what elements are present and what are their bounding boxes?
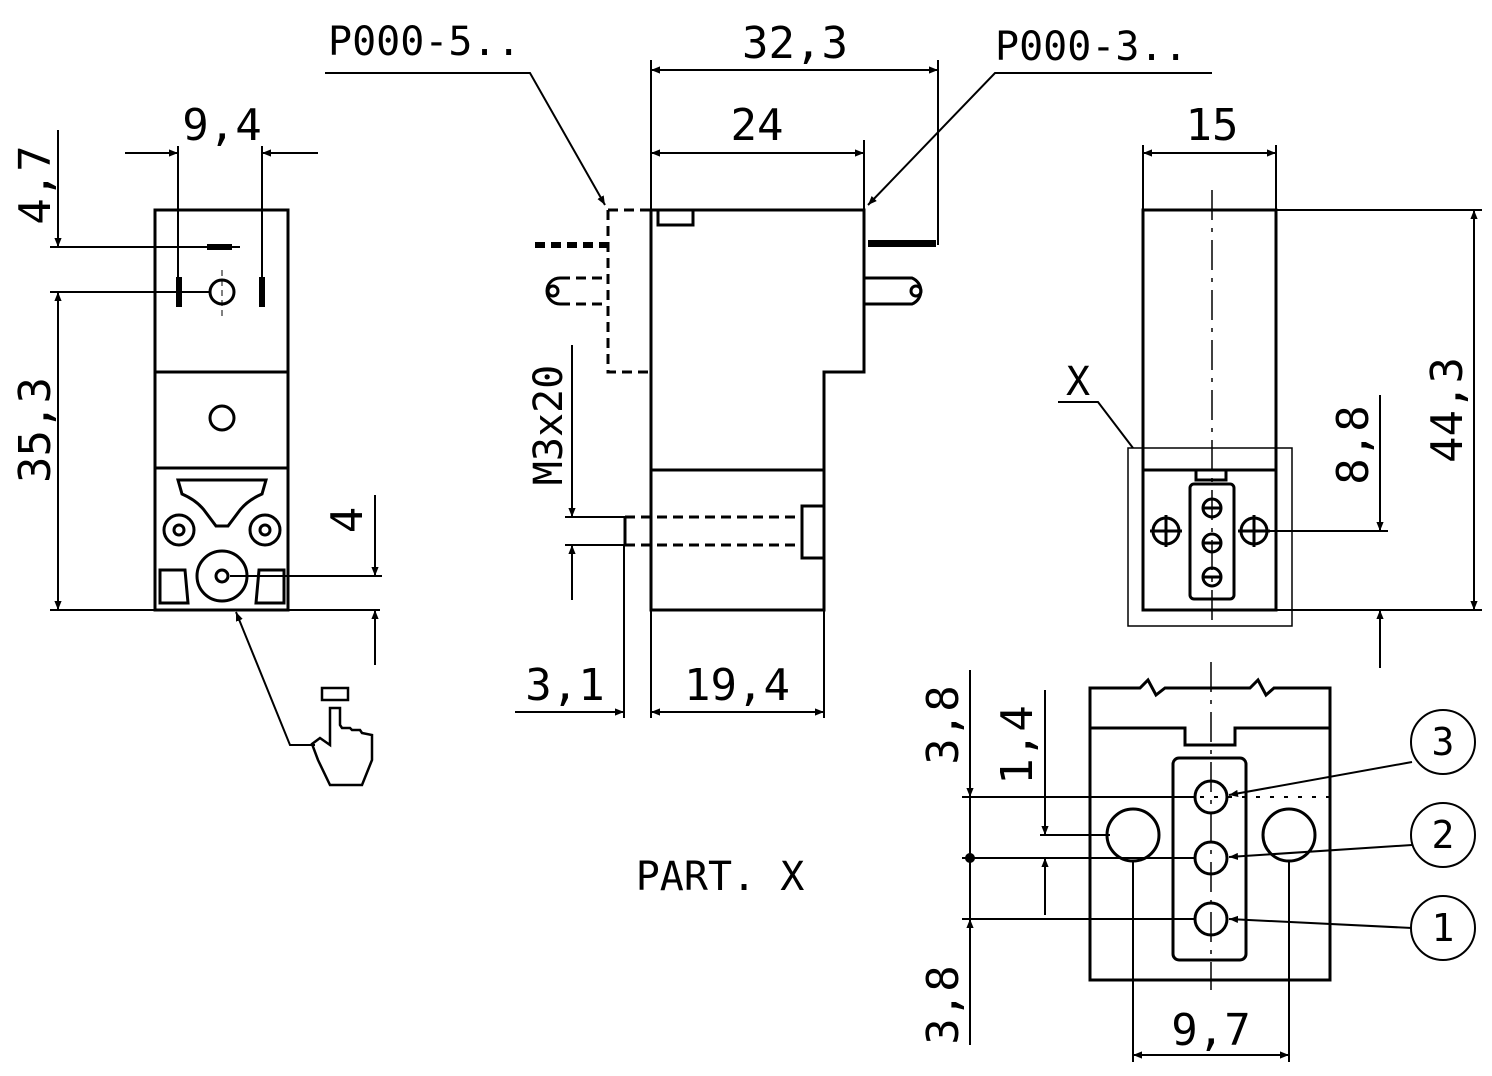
dim-end-port: 8,8 bbox=[1328, 405, 1379, 484]
dim-detail-bottom: 3,8 bbox=[918, 965, 969, 1044]
end-view bbox=[1058, 190, 1293, 627]
side-body bbox=[649, 208, 866, 612]
dim-front-height: 35,3 bbox=[10, 377, 61, 483]
dim-side-base: 19,4 bbox=[684, 660, 790, 711]
port-label-2: 2 bbox=[1432, 813, 1455, 857]
dim-side-total: 32,3 bbox=[742, 18, 848, 69]
dim-side-flange: 3,1 bbox=[525, 660, 604, 711]
end-body bbox=[1141, 208, 1278, 612]
front-mid-hole bbox=[208, 404, 236, 432]
label-detail-title: PART. X bbox=[636, 854, 805, 900]
front-view bbox=[153, 208, 374, 787]
dim-side-body: 24 bbox=[731, 100, 784, 151]
side-view bbox=[535, 208, 936, 612]
dim-detail-top: 3,8 bbox=[918, 685, 969, 764]
dim-front-width: 9,4 bbox=[182, 100, 261, 151]
dim-front-port: 4 bbox=[322, 507, 373, 534]
dim-detail-width: 9,7 bbox=[1171, 1005, 1250, 1056]
label-part-right: P000-3.. bbox=[995, 24, 1188, 70]
port-label-1: 1 bbox=[1432, 906, 1455, 950]
label-part-left: P000-5.. bbox=[328, 19, 521, 65]
dim-detail-small: 1,4 bbox=[992, 705, 1043, 784]
detail-body bbox=[1088, 677, 1332, 982]
label-screw: M3x20 bbox=[526, 365, 572, 485]
dim-front-top: 4,7 bbox=[10, 145, 61, 224]
port-label-3: 3 bbox=[1432, 720, 1455, 764]
balloon-2 bbox=[1410, 802, 1476, 868]
detail-view bbox=[1088, 662, 1332, 990]
dim-end-height: 44,3 bbox=[1422, 357, 1473, 463]
dim-end-width: 15 bbox=[1186, 100, 1239, 151]
label-detail-ref: X bbox=[1066, 359, 1090, 405]
balloon-3 bbox=[1410, 709, 1476, 775]
balloon-1 bbox=[1410, 895, 1476, 961]
manual-override-hand-icon bbox=[310, 686, 374, 787]
